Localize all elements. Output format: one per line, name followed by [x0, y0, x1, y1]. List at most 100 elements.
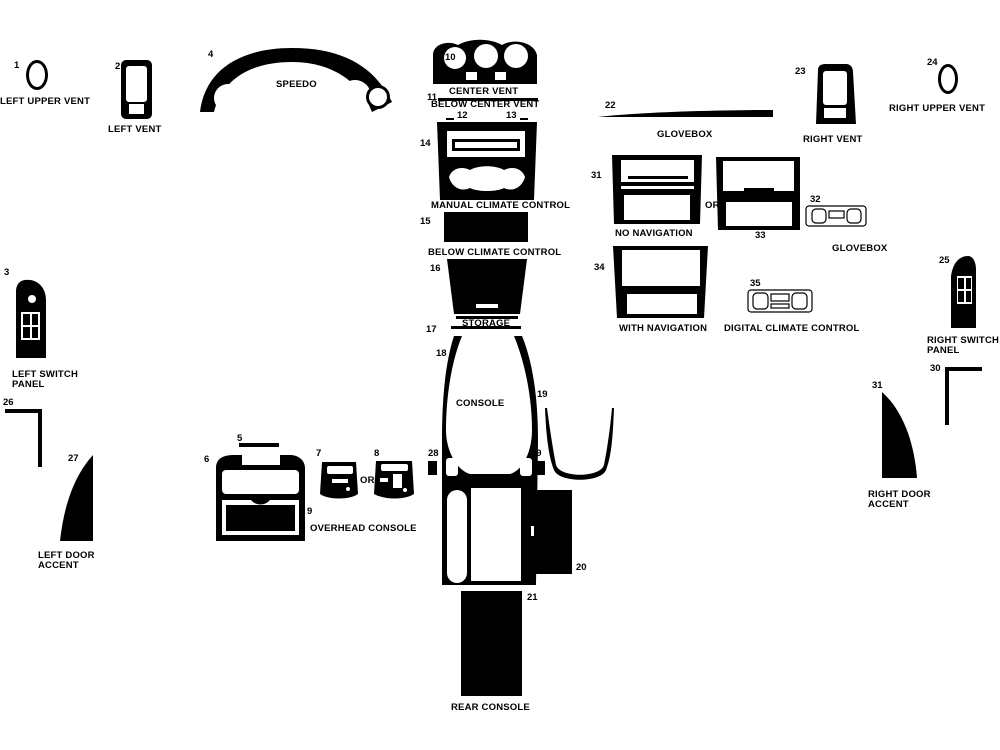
part-33-trim-alt[interactable]: [716, 157, 800, 230]
part-2-left-vent[interactable]: [121, 60, 152, 119]
part-number: 16: [430, 263, 441, 274]
part-3-left-switch-panel[interactable]: [16, 279, 46, 358]
part-31-no-navigation[interactable]: [612, 155, 702, 224]
part-number: 31: [591, 170, 602, 181]
part-number: 18: [436, 348, 447, 359]
part-21-rear-console[interactable]: [461, 591, 522, 696]
part-label: BELOW CLIMATE CONTROL: [428, 247, 561, 258]
part-label: PANEL: [12, 379, 45, 390]
part-label: ACCENT: [38, 560, 79, 571]
part-label: CONSOLE: [456, 398, 504, 409]
part-label: RIGHT UPPER VENT: [889, 103, 985, 114]
part-number: 32: [810, 194, 821, 205]
part-number: 31: [872, 380, 883, 391]
part-29-trim[interactable]: [536, 461, 545, 475]
part-26-trim[interactable]: [5, 409, 42, 467]
part-25-right-switch-panel[interactable]: [951, 256, 976, 328]
part-label: GLOVEBOX: [832, 243, 888, 254]
part-16-storage[interactable]: [447, 259, 527, 314]
part-number: 7: [316, 448, 321, 459]
part-22-glovebox[interactable]: [598, 110, 773, 117]
part-number: 30: [930, 363, 941, 374]
part-label: CENTER VENT: [449, 86, 518, 97]
part-5-trim[interactable]: [239, 443, 279, 447]
part-number: 26: [3, 397, 14, 408]
part-27-left-door-accent[interactable]: [60, 455, 93, 541]
part-8-overhead-switch-alt[interactable]: [374, 461, 414, 499]
part-11-below-center-vent[interactable]: [438, 98, 538, 101]
part-14-manual-climate-control[interactable]: [437, 122, 537, 200]
part-number: 33: [755, 230, 766, 241]
part-label: GLOVEBOX: [657, 129, 713, 140]
part-label: OVERHEAD CONSOLE: [310, 523, 417, 534]
part-label: RIGHT SWITCH: [927, 335, 999, 346]
part-12-trim[interactable]: [446, 118, 454, 120]
part-15-below-climate-control[interactable]: [444, 212, 528, 242]
part-label: SPEEDO: [276, 79, 317, 90]
part-number: 29: [531, 448, 542, 459]
part-number: 2: [115, 61, 120, 72]
part-1-left-upper-vent[interactable]: [26, 60, 48, 90]
part-number: 12: [457, 110, 468, 121]
part-number: 35: [750, 278, 761, 289]
part-34-with-navigation[interactable]: [613, 246, 708, 318]
part-number: 17: [426, 324, 437, 335]
part-number: 25: [939, 255, 950, 266]
part-number: 28: [428, 448, 439, 459]
part-23-right-vent[interactable]: [816, 64, 856, 124]
part-number: 27: [68, 453, 79, 464]
part-13-trim[interactable]: [520, 118, 528, 120]
part-number: 14: [420, 138, 431, 149]
part-label: PANEL: [927, 345, 960, 356]
part-number: 22: [605, 100, 616, 111]
part-number: 19: [537, 389, 548, 400]
part-24-right-upper-vent[interactable]: [938, 64, 958, 94]
part-label: RIGHT DOOR: [868, 489, 931, 500]
part-31-right-door-accent[interactable]: [882, 392, 917, 478]
part-label: LEFT SWITCH: [12, 369, 78, 380]
part-number: 15: [420, 216, 431, 227]
part-number: 6: [204, 454, 209, 465]
part-number: 8: [374, 448, 379, 459]
part-number: 21: [527, 592, 538, 603]
part-number: 23: [795, 66, 806, 77]
part-number: 13: [506, 110, 517, 121]
part-label: NO NAVIGATION: [615, 228, 693, 239]
part-label: MANUAL CLIMATE CONTROL: [431, 200, 570, 211]
part-number: 1: [14, 60, 20, 71]
or-separator: OR: [705, 200, 720, 211]
part-number: 4: [208, 49, 214, 60]
part-28-trim[interactable]: [428, 461, 437, 475]
part-17-trim[interactable]: [451, 326, 521, 329]
part-label: STORAGE: [462, 318, 510, 329]
part-number: 3: [4, 267, 9, 278]
part-10-center-vent[interactable]: [433, 39, 537, 84]
part-label: RIGHT VENT: [803, 134, 863, 145]
part-label: LEFT UPPER VENT: [0, 96, 90, 107]
part-number: 9: [307, 506, 312, 517]
part-number: 5: [237, 433, 243, 444]
part-4-speedo[interactable]: [200, 48, 392, 112]
part-label: WITH NAVIGATION: [619, 323, 707, 334]
part-7-overhead-switch[interactable]: [320, 462, 358, 499]
part-number: 20: [576, 562, 587, 573]
part-19-console-trim[interactable]: [545, 408, 614, 480]
part-16-storage-strip[interactable]: [456, 316, 518, 319]
part-label: DIGITAL CLIMATE CONTROL: [724, 323, 859, 334]
part-label: BELOW CENTER VENT: [431, 99, 539, 110]
or-separator: OR: [360, 475, 375, 486]
part-35-digital-climate-control[interactable]: [747, 289, 813, 313]
part-number: 10: [445, 52, 456, 63]
part-18-console[interactable]: [442, 336, 538, 585]
part-label: LEFT DOOR: [38, 550, 95, 561]
part-label: LEFT VENT: [108, 124, 162, 135]
part-30-trim[interactable]: [945, 367, 982, 425]
part-number: 34: [594, 262, 605, 273]
part-number: 24: [927, 57, 938, 68]
part-6-overhead-console[interactable]: [216, 455, 305, 541]
part-20-console-side[interactable]: [529, 490, 572, 574]
part-32-glovebox-trim[interactable]: [805, 205, 867, 227]
part-label: REAR CONSOLE: [451, 702, 530, 713]
part-number: 11: [427, 92, 438, 103]
